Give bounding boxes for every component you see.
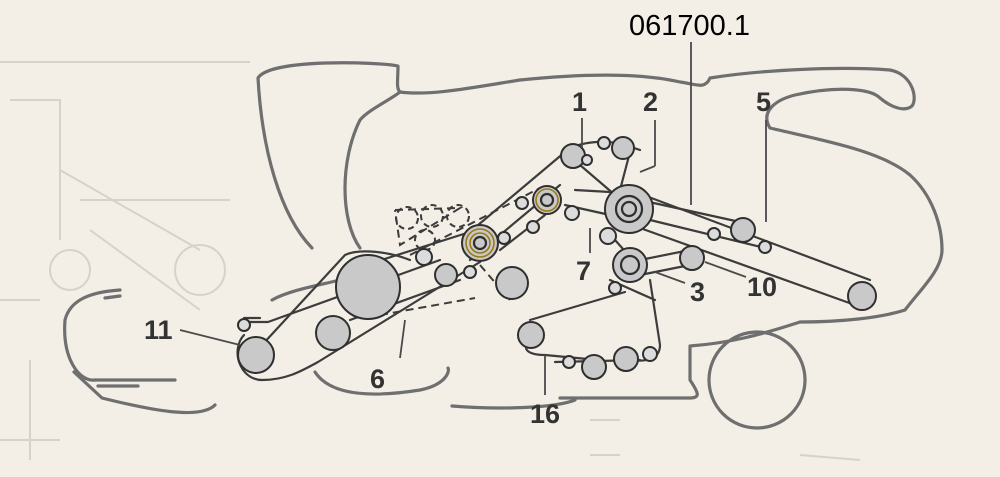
header-mid-outline: [93, 294, 177, 382]
pulley-3: [679, 245, 705, 271]
rear-wheel: [707, 330, 807, 430]
idler-pulley-b: [463, 265, 477, 279]
belt-dashed-alt-1: [394, 206, 464, 247]
straw-idler-a: [707, 227, 721, 241]
callout-6: 6: [370, 364, 385, 394]
labels: 061700.1 1 2 5 7 3 10 11 6 16: [144, 10, 777, 429]
variator-pulley: [461, 224, 499, 262]
top-idler-b: [581, 154, 593, 166]
idler-pulley-c: [415, 248, 433, 266]
idler-pulley-g: [564, 205, 580, 221]
callout-11: 11: [144, 315, 173, 345]
large-drum-pulley: [335, 254, 401, 320]
reel-drive-pulley: [237, 336, 275, 374]
beater-hub: [539, 192, 555, 208]
engine-pulley-hub: [620, 200, 638, 218]
beater-pulley: [532, 185, 562, 215]
callout-2: 2: [643, 87, 658, 117]
leader-11: [179, 329, 241, 346]
shoe-left-pulley: [517, 321, 545, 349]
engine-pulley: [604, 184, 654, 234]
engine-idler: [599, 227, 617, 245]
idler-pulley-f: [526, 220, 540, 234]
shoe-idler-b: [642, 346, 658, 362]
machine-outline: [63, 61, 944, 430]
leader-2b: [639, 165, 656, 173]
pulley-7-hub: [619, 254, 641, 276]
beater-ring-outer: [535, 188, 559, 212]
callout-5: 5: [756, 87, 771, 117]
alt-pulley-b: [420, 204, 444, 228]
straw-chopper-pulley: [730, 217, 756, 243]
reel-small-pulley: [237, 318, 251, 332]
shoe-idler-a: [562, 355, 576, 369]
leader-3: [654, 271, 686, 284]
idler-pulley-d: [497, 231, 511, 245]
top-idler-a: [597, 136, 611, 150]
shoe-pulley-b: [613, 346, 639, 372]
idler-pulley-e: [515, 196, 529, 210]
lower-body-outline: [270, 278, 450, 396]
callout-10: 10: [747, 272, 777, 302]
belt-feeder-to-drum: [260, 250, 412, 347]
rear-spreader-pulley: [847, 281, 877, 311]
engine-pulley-ring: [614, 194, 644, 224]
alternative-pulleys-dashed: [395, 204, 470, 251]
feeder-pulley: [315, 315, 351, 351]
sieve-drive-pulley: [495, 266, 529, 300]
variator-ring-outer: [465, 228, 495, 258]
callout-3: 3: [690, 277, 705, 307]
callout-1: 1: [572, 87, 587, 117]
pulley-7: [612, 247, 648, 283]
figure-reference-number: 061700.1: [629, 10, 750, 42]
callout-7: 7: [576, 256, 591, 286]
cab-outline: [256, 61, 944, 324]
idler-pulley-a: [434, 263, 458, 287]
header-outline: [63, 288, 217, 415]
leader-10: [704, 261, 747, 278]
leader-6: [399, 319, 406, 359]
shoe-pulley-a: [581, 354, 607, 380]
callout-16: 16: [530, 399, 560, 429]
cab-inner-outline: [343, 90, 402, 250]
alt-pulley-c: [446, 204, 470, 228]
variator-hub: [472, 235, 488, 251]
variator-ring-mid: [469, 232, 491, 254]
straw-idler-b: [758, 240, 772, 254]
ghost-background-lines: [0, 61, 861, 461]
leader-lines: [179, 42, 767, 395]
top-pulley-right: [611, 136, 635, 160]
pulley-7-idler: [608, 281, 622, 295]
pulleys: [237, 136, 877, 380]
alt-pulley-a: [395, 206, 419, 230]
